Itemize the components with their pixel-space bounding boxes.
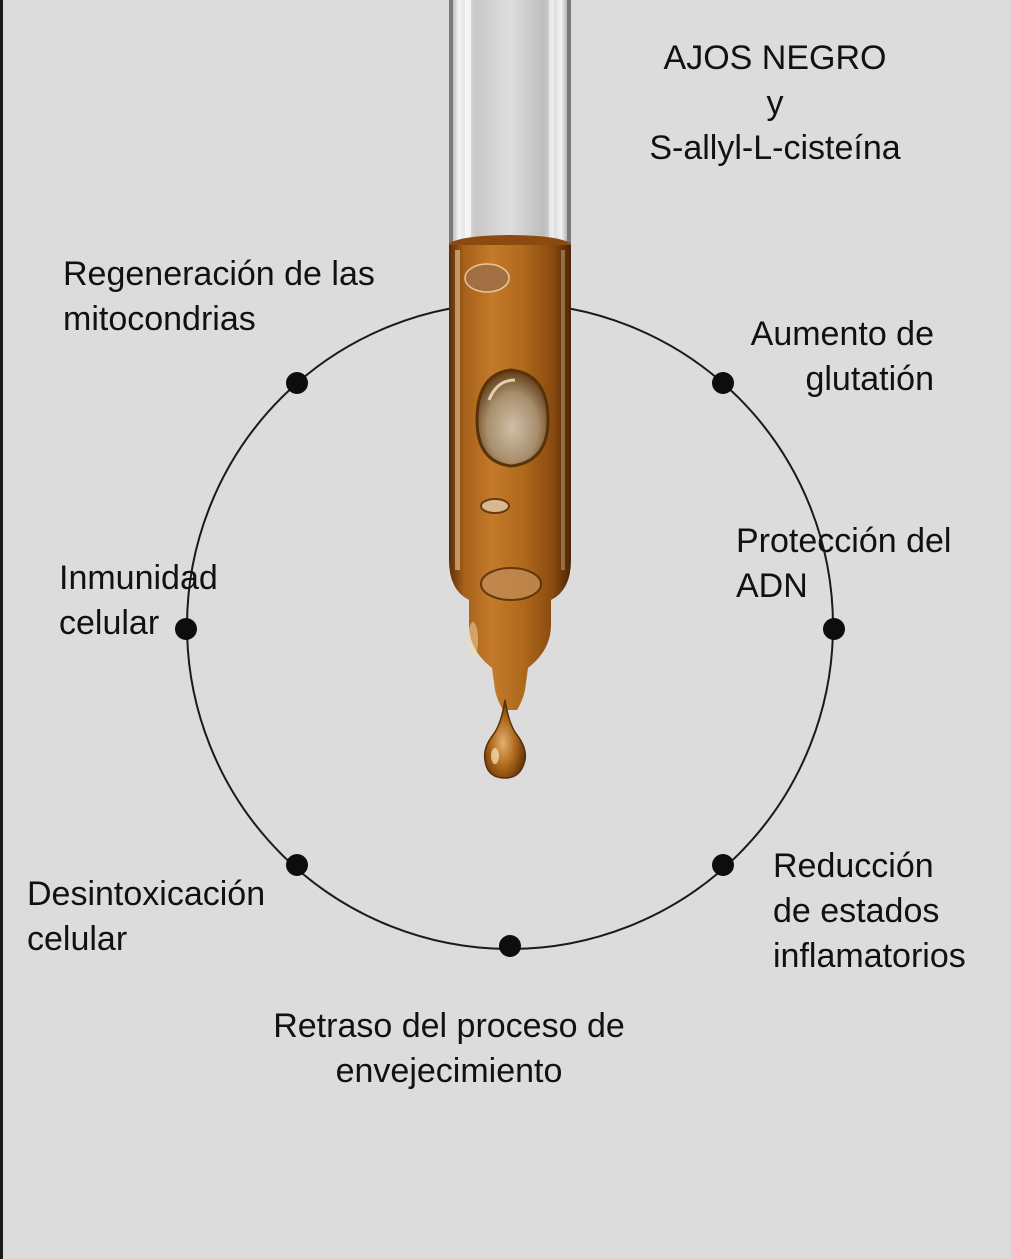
label-aumento: Aumento de glutatión xyxy=(750,315,934,398)
dot-aumento xyxy=(712,372,734,394)
dot-proteccion xyxy=(823,618,845,640)
title-line-1: AJOS NEGRO xyxy=(663,39,887,77)
dot-desintoxicacion xyxy=(286,854,308,876)
title-line-2: y xyxy=(766,84,784,122)
dot-retraso xyxy=(499,935,521,957)
title-line-3: S-allyl-L-cisteína xyxy=(649,129,901,167)
label-retraso: Retraso del proceso de envejecimiento xyxy=(273,1007,625,1090)
dropper-diagram xyxy=(175,0,845,957)
dropper-pipette-icon xyxy=(449,0,571,779)
label-proteccion: Protección del ADN xyxy=(736,522,952,605)
dot-regeneracion xyxy=(286,372,308,394)
label-reduccion: Reducción de estados inflamatorios xyxy=(773,847,966,975)
label-desintoxicacion: Desintoxicación celular xyxy=(27,875,266,958)
dot-inmunidad xyxy=(175,618,197,640)
label-regeneracion: Regeneración de las mitocondrias xyxy=(63,255,375,338)
label-inmunidad: Inmunidad celular xyxy=(59,559,218,642)
dot-reduccion xyxy=(712,854,734,876)
